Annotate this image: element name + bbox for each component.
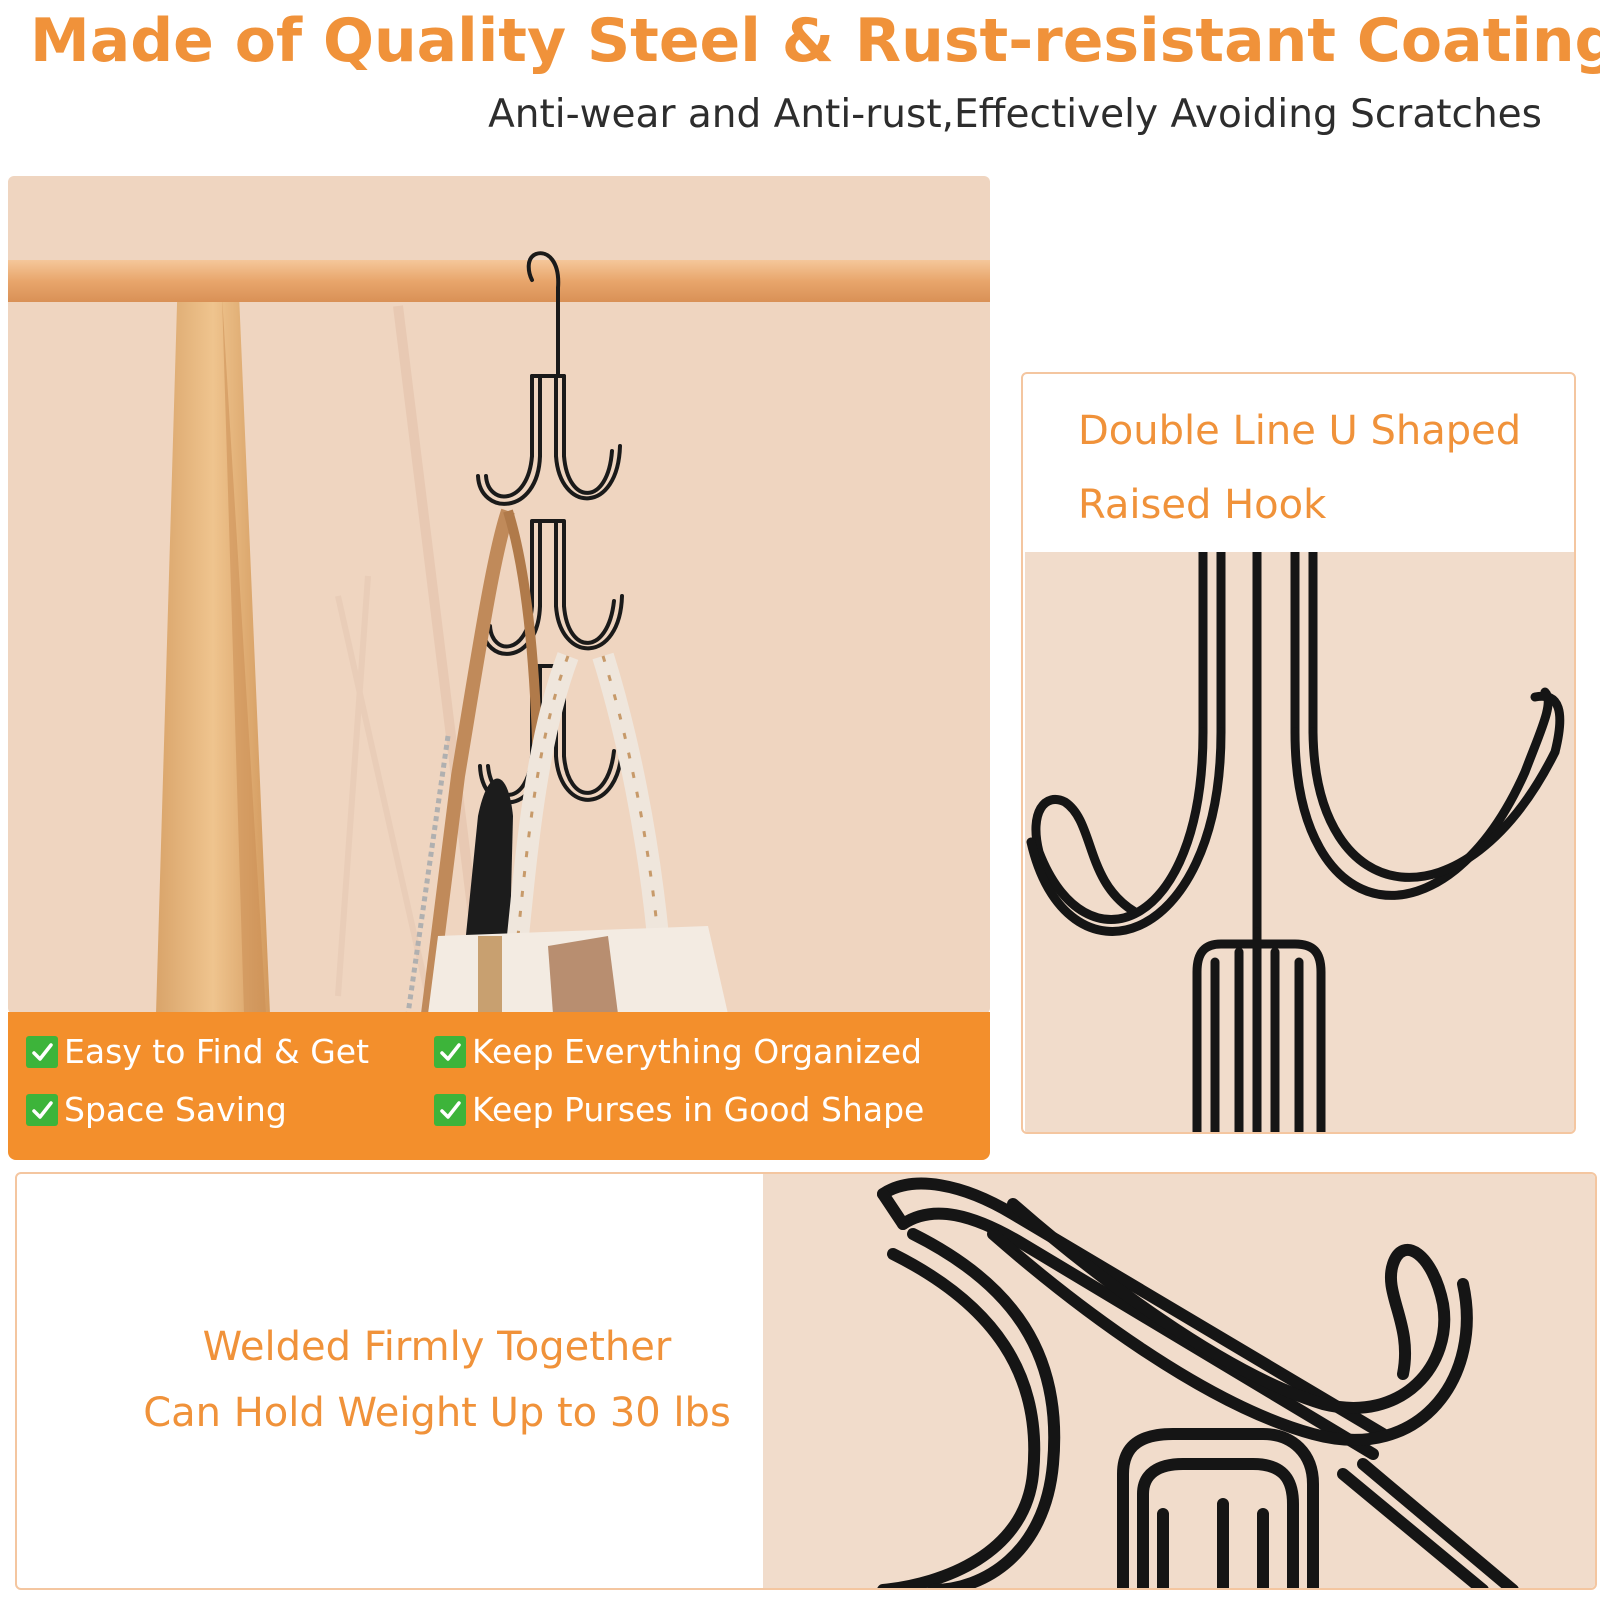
feature-item: Easy to Find & Get <box>26 1032 369 1071</box>
feature-label: Keep Purses in Good Shape <box>472 1090 925 1129</box>
feature-label: Space Saving <box>64 1090 287 1129</box>
check-icon <box>434 1093 466 1126</box>
caption-line: Raised Hook <box>1078 482 1327 528</box>
subheadline: Anti-wear and Anti-rust,Effectively Avoi… <box>488 92 1542 137</box>
feature-label: Keep Everything Organized <box>472 1032 922 1071</box>
feature-item: Space Saving <box>26 1090 287 1129</box>
hook-detail-card: Double Line U Shaped Raised Hook <box>1021 372 1576 1134</box>
weld-strength-card: Welded Firmly Together Can Hold Weight U… <box>15 1172 1597 1590</box>
hanger-scene-illustration <box>8 251 990 1014</box>
check-icon <box>26 1093 58 1126</box>
feature-item: Keep Purses in Good Shape <box>434 1090 924 1129</box>
caption-line: Can Hold Weight Up to 30 lbs <box>143 1390 731 1436</box>
caption-line: Double Line U Shaped <box>1078 408 1522 454</box>
feature-label: Easy to Find & Get <box>64 1032 370 1071</box>
scene-photo <box>8 176 990 1014</box>
headline: Made of Quality Steel & Rust-resistant C… <box>30 6 1600 76</box>
check-icon <box>26 1035 58 1068</box>
hook-closeup-illustration <box>1026 547 1565 1132</box>
weld-closeup-illustration <box>877 1177 1519 1588</box>
hook-detail-caption: Double Line U Shaped Raised Hook <box>1078 394 1558 542</box>
hook-closeup-photo <box>1025 547 1574 1132</box>
feature-item: Keep Everything Organized <box>434 1032 922 1071</box>
check-icon <box>434 1035 466 1068</box>
caption-line: Welded Firmly Together <box>202 1324 672 1370</box>
weld-caption: Welded Firmly Together Can Hold Weight U… <box>97 1314 777 1446</box>
feature-band: Easy to Find & Get Keep Everything Organ… <box>8 1012 990 1160</box>
weld-closeup-photo <box>763 1174 1595 1588</box>
